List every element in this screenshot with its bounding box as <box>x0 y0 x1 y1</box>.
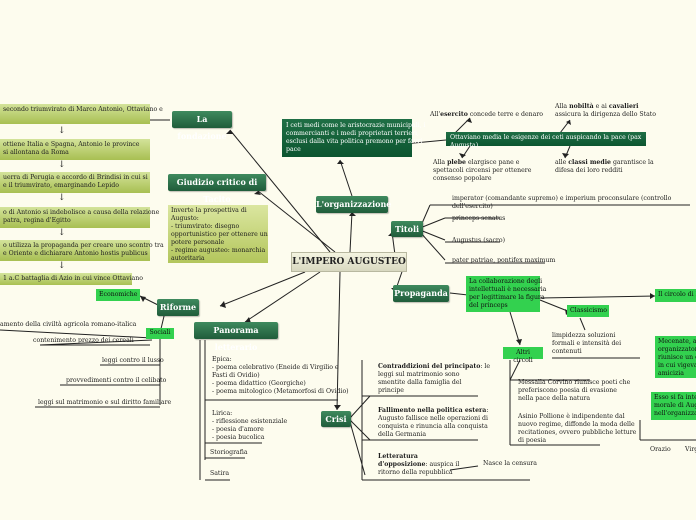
branch-fondazione[interactable]: La fondazione <box>172 111 232 141</box>
propaganda-box[interactable]: La collaborazione degli intellettuali è … <box>466 276 546 312</box>
branch-panorama[interactable]: Panorama letterario <box>194 322 278 352</box>
titoli-item-3: Augustus (sacro) <box>452 237 506 244</box>
classicismo-node[interactable]: Classicismo <box>567 305 609 317</box>
soc-item-3: leggi sul matrimonio e sul diritto famil… <box>38 399 172 406</box>
fondazione-step-4[interactable]: o di Antonio si indebolisce a causa dell… <box>0 207 159 228</box>
down-arrow-icon: ↓ <box>58 228 66 238</box>
branch-giudizio-tacito[interactable]: Giudizio critico di Tacito <box>168 174 266 204</box>
classicismo-desc: limpidezza soluzioni formali e intensità… <box>552 332 622 355</box>
classi-medie-text: alle classi medie garantisce la difesa d… <box>555 159 654 174</box>
riforme-sociali[interactable]: Sociali <box>146 328 174 339</box>
riforme-economiche[interactable]: Economiche <box>96 289 140 301</box>
down-arrow-icon: ↓ <box>58 126 66 136</box>
tacito-box[interactable]: Inverte la prospettiva di Augusto: - tri… <box>168 205 268 263</box>
mecenate-box[interactable]: Mecenate, al organizzator riunisce un c … <box>655 336 696 378</box>
fondazione-step-3[interactable]: uerra di Perugia e accordo di Brindisi i… <box>0 172 150 193</box>
fondazione-step-1[interactable]: secondo triumvirato di Marco Antonio, Ot… <box>0 104 163 124</box>
eco-item-1: amento della civiltà agricola romano-ita… <box>0 321 137 328</box>
branch-titoli[interactable]: Titoli <box>391 221 423 237</box>
virgilio-text: Virg <box>685 446 696 453</box>
altri-circoli-node[interactable]: Altri circoli <box>503 347 543 364</box>
epica-text: Epica: - poema celebrativo (Eneide di Vi… <box>212 356 349 395</box>
esercito-text: All'esercito concede terre e denaro <box>430 111 544 118</box>
fondazione-step-5[interactable]: o utilizza la propaganda per creare uno … <box>0 240 164 261</box>
satira-text: Satira <box>210 470 230 477</box>
titoli-item-2: princeps senatus <box>452 215 506 222</box>
interpretazione-box[interactable]: Esso si fa inter morale di Augu nell'org… <box>651 392 696 420</box>
eco-item-2: contenimento prezzo dei cereali <box>33 337 134 344</box>
censura-text: Nasce la censura <box>483 460 537 467</box>
fondazione-step-2[interactable]: ottiene Italia e Spagna, Antonio le prov… <box>0 139 150 160</box>
organizzazione-ceti-box[interactable]: I ceti medi come le aristocrazie municip… <box>282 119 425 157</box>
plebe-text: Alla plebe elargisce pane e spettacoli c… <box>433 159 532 182</box>
branch-propaganda[interactable]: Propaganda <box>393 285 449 302</box>
orazio-text: Orazio <box>650 446 671 453</box>
soc-item-1: leggi contro il lusso <box>102 357 164 364</box>
crisi-opposizione: Letteratura d'opposizione: auspica il ri… <box>378 453 460 476</box>
asinio-text: Asinio Pollione è indipendente dal nuovo… <box>518 413 637 444</box>
titoli-item-1: imperator (comandante supremo) e imperiu… <box>452 195 672 210</box>
branch-organizzazione[interactable]: L'organizzazione <box>316 196 391 213</box>
organizzazione-mediation[interactable]: Ottaviano media le esigenze dei ceti aus… <box>446 132 646 149</box>
branch-riforme[interactable]: Riforme <box>157 299 199 316</box>
down-arrow-icon: ↓ <box>58 261 66 271</box>
circolo-mecenate[interactable]: Il circolo di M <box>655 289 696 302</box>
crisi-politica-estera: Fallimento nella politica estera: August… <box>378 407 489 438</box>
branch-crisi[interactable]: Crisi <box>321 411 351 427</box>
messalla-text: Messalla Corvino riunisce poeti che pref… <box>518 379 631 402</box>
down-arrow-icon: ↓ <box>58 193 66 203</box>
central-topic[interactable]: L'IMPERO AUGUSTEO <box>291 252 407 272</box>
lirica-text: Lirica: - riflessione esistenziale - poe… <box>212 410 288 441</box>
fondazione-step-6[interactable]: 1 a.C battaglia di Azio in cui vince Ott… <box>0 273 143 285</box>
crisi-contraddizioni: Contraddizioni del principato: le leggi … <box>378 363 491 394</box>
soc-item-2: provvedimenti contro il celibato <box>66 377 167 384</box>
storiografia-text: Storiografia <box>210 449 248 456</box>
down-arrow-icon: ↓ <box>58 160 66 170</box>
titoli-item-4: pater patriae, pontifex maximum <box>452 257 556 264</box>
